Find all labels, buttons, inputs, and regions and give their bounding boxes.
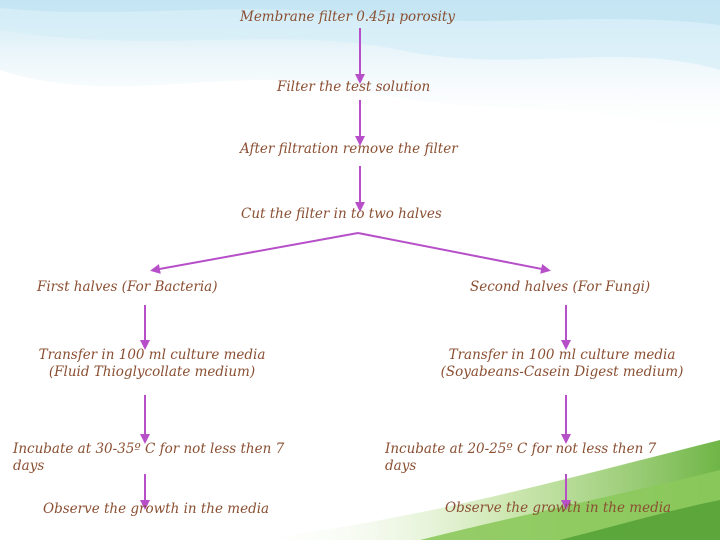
right-title: Second halves (For Fungi)	[470, 279, 650, 296]
left-transfer: Transfer in 100 ml culture media (Fluid …	[22, 347, 282, 381]
left-incubate: Incubate at 30-35º C for not less then 7…	[13, 441, 284, 475]
step-cut-filter: Cut the filter in to two halves	[241, 206, 442, 223]
left-incubate-line1: Incubate at 30-35º C for not less then 7	[13, 441, 284, 458]
right-incubate-line1: Incubate at 20-25º C for not less then 7	[385, 441, 656, 458]
right-incubate: Incubate at 20-25º C for not less then 7…	[385, 441, 656, 475]
left-transfer-line2: (Fluid Thioglycollate medium)	[22, 364, 282, 381]
left-incubate-line2: days	[13, 458, 284, 475]
step-filter-test-solution: Filter the test solution	[277, 79, 430, 96]
right-transfer-line2: (Soyabeans-Casein Digest medium)	[430, 364, 694, 381]
step-membrane-filter: Membrane filter 0.45μ porosity	[240, 9, 455, 26]
left-observe: Observe the growth in the media	[43, 501, 269, 518]
right-incubate-line2: days	[385, 458, 656, 475]
left-title: First halves (For Bacteria)	[37, 279, 217, 296]
left-transfer-line1: Transfer in 100 ml culture media	[22, 347, 282, 364]
right-transfer: Transfer in 100 ml culture media (Soyabe…	[430, 347, 694, 381]
right-transfer-line1: Transfer in 100 ml culture media	[430, 347, 694, 364]
step-remove-filter: After filtration remove the filter	[240, 141, 458, 158]
right-observe: Observe the growth in the media	[445, 500, 671, 517]
